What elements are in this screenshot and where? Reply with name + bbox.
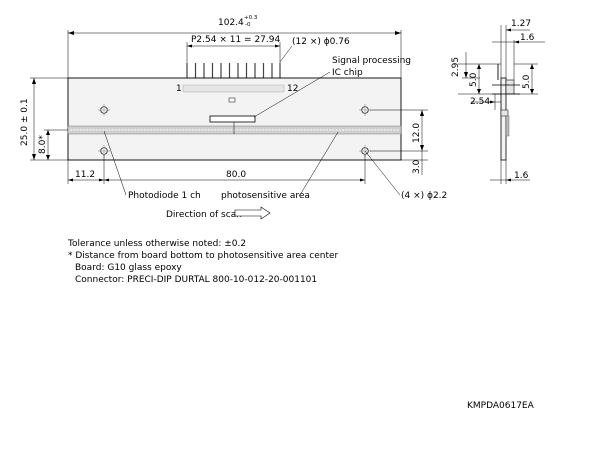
sensor-length-label: 80.0 — [226, 170, 246, 180]
left-offset-label: 11.2 — [75, 170, 95, 180]
side-2-54-label: 2.54 — [470, 97, 490, 107]
note-connector: Connector: PRECI-DIP DURTAL 800-10-012-2… — [75, 275, 317, 285]
side-view: 1.27 1.6 2.95 5.0 2.54 5.0 1.6 — [451, 19, 545, 184]
photodiode-label: Photodiode 1 ch — [128, 191, 201, 201]
overall-width-label: 102.4 — [218, 18, 244, 28]
pin-1-label: 1 — [176, 84, 182, 94]
small-component — [228, 97, 236, 103]
side-5-0-left-label: 5.0 — [469, 72, 479, 87]
pin-12-label: 12 — [287, 84, 298, 94]
overall-width-dimension: 102.4 +0.3 -0 — [67, 15, 402, 78]
overall-width-tol-upper: +0.3 — [244, 15, 258, 21]
pad-row — [182, 84, 285, 93]
side-5-0-right-label: 5.0 — [522, 74, 532, 89]
side-pin-length-label: 1.6 — [520, 33, 535, 43]
bottom-dimensions: 11.2 80.0 — [67, 155, 366, 184]
sensor-offset-dimension: 8.0* — [38, 129, 68, 160]
board-height-label: 25.0 ± 0.1 — [20, 98, 30, 146]
side-thickness-label: 1.27 — [511, 19, 531, 29]
board-height-dimension: 25.0 ± 0.1 — [20, 77, 68, 161]
side-2-95-label: 2.95 — [451, 57, 461, 77]
signal-ic-label-1: Signal processing — [332, 56, 411, 66]
note-tolerance: Tolerance unless otherwise noted: ±0.2 — [67, 239, 246, 249]
scan-direction-arrow-icon — [234, 206, 271, 220]
note-board: Board: G10 glass epoxy — [75, 263, 182, 273]
photosensitive-area-label: photosensitive area — [221, 191, 310, 201]
overall-width-tol-lower: -0 — [245, 22, 251, 28]
sensor-offset-label: 8.0* — [38, 135, 48, 154]
pitch-label: P2.54 × 11 = 27.94 — [191, 35, 280, 45]
signal-ic-label-2: IC chip — [332, 68, 363, 78]
hole-diameter-label: (4 ×) ϕ2.2 — [401, 191, 447, 201]
scan-direction-label: Direction of scan — [166, 210, 242, 220]
side-bottom-label: 1.6 — [514, 171, 529, 181]
hole-spacing-dimension: 12.0 3.0 — [370, 109, 428, 175]
signal-ic-chip — [209, 115, 256, 123]
pin-diameter-label: (12 ×) ϕ0.76 — [292, 37, 350, 47]
hole-spacing-label: 12.0 — [412, 123, 422, 143]
note-distance: * Distance from board bottom to photosen… — [68, 251, 339, 261]
pitch-dimension: P2.54 × 11 = 27.94 (12 ×) ϕ0.76 — [186, 35, 350, 64]
hole-offset-label: 3.0 — [412, 159, 422, 174]
drawing-id: KMPDA0617EA — [467, 401, 535, 411]
